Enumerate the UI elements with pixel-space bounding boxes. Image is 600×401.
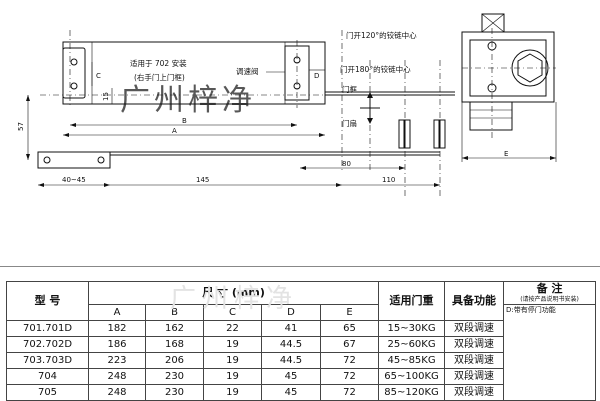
dim-80-label: 80 — [342, 160, 351, 168]
table-row: 703.703D 223 206 19 44.5 72 45~85KG 双段调速 — [6, 352, 596, 369]
cell-d: 41 — [261, 320, 321, 337]
cell-b: 206 — [145, 352, 204, 369]
header-weight: 适用门重 — [378, 281, 446, 321]
dim-e-label: E — [504, 150, 508, 158]
col-c-header: C — [203, 304, 262, 321]
cell-d: 45 — [261, 384, 321, 401]
cell-c: 19 — [203, 352, 262, 369]
label-door: 门扇 — [342, 118, 357, 128]
label-valve: 调速阀 — [236, 67, 259, 76]
cell-b: 230 — [145, 368, 204, 385]
dim-a-label: A — [172, 127, 177, 135]
col-b-header: B — [145, 304, 204, 321]
col-e-header: E — [319, 304, 380, 321]
cell-model: 701.701D — [6, 320, 89, 337]
table-subheader-row: A B C D E D:带有停门功能 — [7, 304, 597, 401]
cell-weight: 85~120KG — [378, 384, 446, 401]
header-model: 型 号 — [6, 281, 89, 321]
table-header-row: 型 号 尺 寸 (mm) 适用门重 具备功能 备 注 (请按产品说明书安装) — [6, 281, 597, 321]
header-remark-sub: (请按产品说明书安装) — [520, 296, 579, 303]
cell-e: 65 — [319, 320, 380, 337]
header-size: 尺 寸 (mm) — [87, 281, 380, 305]
table-row: 701.701D 182 162 22 41 65 15~30KG 双段调速 — [6, 320, 596, 337]
dim-145-label: 145 — [196, 176, 209, 184]
cell-d: 45 — [261, 368, 321, 385]
cell-d: 44.5 — [261, 336, 321, 353]
cell-function: 双段调速 — [444, 368, 505, 385]
cell-weight: 45~85KG — [378, 352, 446, 369]
cell-function: 双段调速 — [444, 336, 505, 353]
cell-e: 72 — [319, 352, 380, 369]
closer-side-view — [40, 30, 455, 108]
cell-function: 双段调速 — [444, 384, 505, 401]
cell-c: 19 — [203, 384, 262, 401]
label-suitable: 适用于 702 安装 — [130, 58, 187, 68]
header-remark: 备 注 (请按产品说明书安装) — [503, 281, 597, 305]
watermark: 广州梓净 — [120, 83, 256, 118]
cell-e: 72 — [319, 384, 380, 401]
cell-model: 703.703D — [6, 352, 89, 369]
spec-table: 型 号 尺 寸 (mm) 适用门重 具备功能 备 注 (请按产品说明书安装) A… — [6, 281, 597, 401]
cell-weight: 65~100KG — [378, 368, 446, 385]
cell-c: 19 — [203, 336, 262, 353]
cell-b: 230 — [145, 384, 204, 401]
remark-note: D:带有停门功能 — [503, 304, 597, 401]
closer-front-view: E — [461, 13, 557, 162]
cell-a: 223 — [88, 352, 146, 369]
cell-c: 19 — [203, 368, 262, 385]
label-center-180: 门开180°的铰链中心 — [340, 64, 411, 74]
dim-40-45-label: 40~45 — [62, 176, 86, 184]
cell-weight: 15~30KG — [378, 320, 446, 337]
section-divider — [0, 266, 600, 267]
label-frame: 门框 — [342, 84, 357, 94]
col-d-header: D — [261, 304, 321, 321]
cell-model: 704 — [6, 368, 89, 385]
cell-b: 162 — [145, 320, 204, 337]
table-row: 704 248 230 19 45 72 65~100KG 双段调速 — [6, 368, 596, 385]
bracket-view — [37, 151, 440, 169]
cell-a: 186 — [88, 336, 146, 353]
cell-e: 67 — [319, 336, 380, 353]
dim-c-label: C — [96, 72, 101, 80]
dim-57-label: 57 — [17, 122, 25, 131]
dim-110-label: 110 — [382, 176, 395, 184]
cell-e: 72 — [319, 368, 380, 385]
header-remark-title: 备 注 — [536, 282, 563, 295]
cell-d: 44.5 — [261, 352, 321, 369]
dim-15-label: 15 — [102, 92, 110, 101]
cell-model: 705 — [6, 384, 89, 401]
hinge-icon — [398, 119, 446, 149]
dim-b-label: B — [182, 117, 187, 125]
col-a-header: A — [88, 304, 146, 321]
cell-a: 248 — [88, 384, 146, 401]
technical-drawing: A B C D 15 57 40~45 145 80 110 适用于 702 安… — [17, 13, 557, 196]
cell-function: 双段调速 — [444, 352, 505, 369]
cell-c: 22 — [203, 320, 262, 337]
cell-model: 702.702D — [6, 336, 89, 353]
cell-a: 182 — [88, 320, 146, 337]
dim-d-label: D — [314, 72, 319, 80]
label-center-120: 门开120°的铰链中心 — [346, 30, 417, 40]
cell-function: 双段调速 — [444, 320, 505, 337]
cell-weight: 25~60KG — [378, 336, 446, 353]
cell-b: 168 — [145, 336, 204, 353]
header-function: 具备功能 — [444, 281, 505, 321]
cell-a: 248 — [88, 368, 146, 385]
label-mount: (右手门上门框) — [134, 72, 185, 82]
